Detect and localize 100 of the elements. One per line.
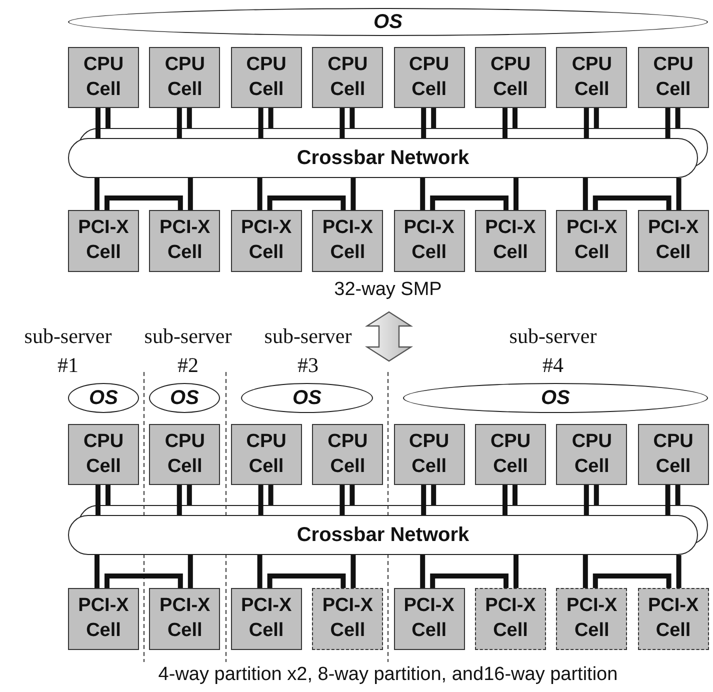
bus-wire (176, 106, 192, 140)
bus-wire (104, 574, 183, 588)
cell-box (475, 424, 546, 485)
node-text: CPU Cell (164, 52, 206, 102)
node-text: PCI-X Cell (646, 594, 700, 643)
node-text: CPU Cell (652, 430, 694, 478)
bus-wire (584, 106, 599, 140)
node-text: PCI-X Cell (402, 594, 456, 643)
node-text: PCI-X Cell (484, 594, 537, 643)
node-text: PCI-X Cell (158, 594, 212, 643)
bus-wire (514, 178, 518, 210)
node-text: PCI-X Cell (77, 216, 130, 265)
bus-wire (188, 178, 193, 210)
group-label: sub-server #2 (143, 323, 233, 379)
node-text: CPU Cell (489, 52, 532, 102)
cell-box (68, 588, 139, 650)
cell-box (556, 424, 628, 485)
node-text: CPU Cell (245, 430, 288, 478)
bus-wire (188, 555, 193, 588)
bus-wire (502, 106, 518, 140)
node-text: OS (169, 386, 200, 410)
bus-wire (94, 555, 100, 588)
node-text: CPU Cell (164, 430, 206, 478)
node-text: CPU Cell (326, 52, 369, 102)
node-text: CPU Cell (245, 52, 288, 102)
node-text: PCI-X Cell (566, 594, 618, 643)
node-text: CPU Cell (82, 430, 125, 478)
bus-wire (430, 574, 508, 588)
node-text: PCI-X Cell (321, 594, 374, 643)
bus-wire (502, 482, 518, 518)
cell-box (638, 210, 709, 272)
bus-wire (96, 482, 110, 518)
bus-wire (350, 555, 356, 588)
node-text: OS (540, 386, 571, 410)
caption-text: 32-way SMP (334, 279, 442, 301)
node-text: PCI-X Cell (402, 216, 456, 265)
node-text: CPU Cell (652, 52, 694, 102)
node-text: CPU Cell (489, 430, 532, 478)
bus-wire (420, 178, 426, 210)
bus-wire (514, 555, 518, 588)
node-text: PCI-X Cell (646, 216, 700, 265)
bus-wire (665, 106, 680, 140)
bus-wire (350, 178, 356, 210)
node-text: PCI-X Cell (240, 216, 293, 265)
cell-box (475, 588, 546, 650)
bus-wire (340, 482, 355, 518)
bus-wire (258, 482, 274, 518)
cell-box (475, 210, 546, 272)
group-label: sub-server #4 (508, 323, 598, 379)
cell-box (394, 47, 465, 108)
bus-wire (592, 574, 672, 588)
bus-wire (584, 482, 599, 518)
bus-wire (420, 555, 426, 588)
bus-wire (430, 196, 508, 210)
cell-box (394, 424, 465, 485)
node-text: CPU Cell (570, 430, 613, 478)
bus-wire (592, 196, 672, 210)
cell-box (394, 210, 465, 272)
node-text: OS (292, 386, 322, 410)
cell-box (149, 210, 220, 272)
cell-box (68, 210, 139, 272)
node-text: PCI-X Cell (321, 216, 374, 265)
bus-wire (421, 482, 436, 518)
node-text: PCI-X Cell (240, 594, 293, 643)
node-text: PCI-X Cell (484, 216, 537, 265)
node-text: OS (372, 10, 404, 34)
bus-wire (96, 106, 110, 140)
cell-box (230, 588, 302, 650)
cell-box (230, 424, 302, 485)
cell-box (68, 424, 139, 485)
cell-box (475, 47, 546, 108)
cell-box (556, 210, 628, 272)
crossbar-bar (68, 138, 698, 178)
node-text: OS (88, 386, 119, 410)
cell-box (556, 47, 628, 108)
cell-box (149, 424, 220, 485)
cell-box (394, 588, 465, 650)
cell-box (149, 588, 220, 650)
cell-box (68, 47, 139, 108)
bus-wire (340, 106, 355, 140)
bus-wire (582, 555, 588, 588)
node-text: PCI-X Cell (566, 216, 618, 265)
cell-box (312, 210, 384, 272)
bus-wire (582, 178, 588, 210)
bus-wire (665, 482, 680, 518)
cell-box (638, 47, 709, 108)
node-text: CPU Cell (570, 52, 613, 102)
cell-box (149, 47, 220, 108)
group-label: sub-server #1 (23, 323, 113, 379)
cell-box (638, 424, 709, 485)
bus-wire (676, 178, 682, 210)
bus-wire (176, 482, 192, 518)
bus-wire (257, 555, 262, 588)
bus-wire (421, 106, 436, 140)
group-label: sub-server #3 (263, 323, 353, 379)
node-text: PCI-X Cell (77, 594, 130, 643)
cell-box (312, 424, 384, 485)
bus-wire (94, 178, 100, 210)
cell-box (312, 588, 384, 650)
cell-box (556, 588, 628, 650)
